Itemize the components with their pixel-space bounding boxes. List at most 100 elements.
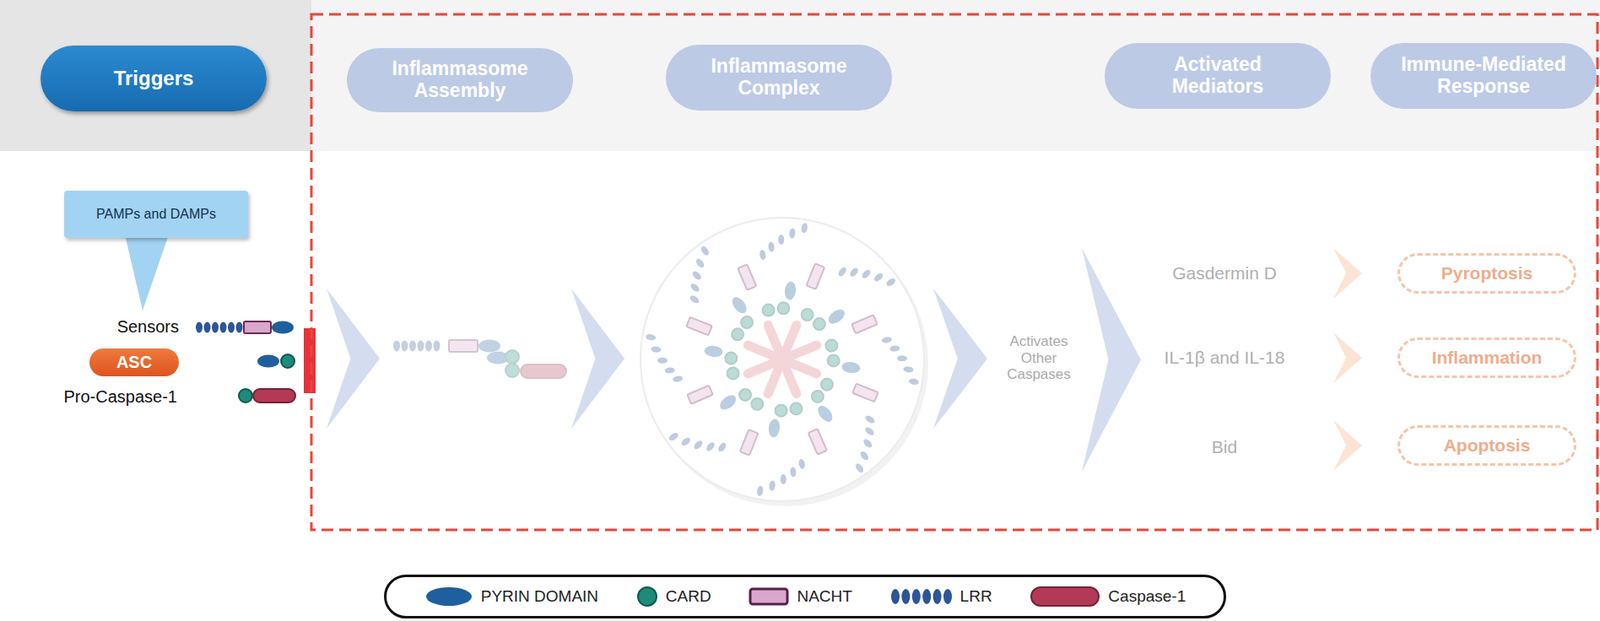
lrr-bead <box>780 474 787 485</box>
pyrin-domain <box>717 392 739 413</box>
legend-item: Caspase-1 <box>1029 585 1186 608</box>
lrr-bead <box>401 340 409 352</box>
plain-label: Activates Other Caspases <box>999 333 1080 384</box>
legend-box: PYRIN DOMAINCARDNACHTLRRCaspase-1 <box>383 574 1227 619</box>
component-glyphs <box>195 321 296 404</box>
lrr-bead <box>778 234 784 245</box>
caspase-domain <box>253 389 296 403</box>
swatch-shape <box>911 589 920 605</box>
swatch-shape <box>901 589 910 605</box>
legend-swatch <box>1029 585 1101 608</box>
nacht-domain <box>851 314 877 334</box>
card-domain <box>724 352 737 365</box>
legend-swatch <box>748 585 790 608</box>
stage-pill: Activated Mediators <box>1104 43 1331 109</box>
swatch-shape <box>943 589 952 605</box>
plain-label: Pro-Caspase-1 <box>63 387 178 407</box>
legend-text: PYRIN DOMAIN <box>481 587 599 606</box>
lrr-bead <box>393 340 400 352</box>
node-text: Inflammasome Complex <box>688 55 871 100</box>
lrr-bead <box>692 439 704 451</box>
lrr-bead <box>864 414 876 426</box>
pyrin-domain <box>271 321 294 335</box>
complex-circle <box>640 217 925 502</box>
card-domain <box>740 316 753 329</box>
card-domain <box>775 405 788 417</box>
pyrin-domain <box>815 403 836 425</box>
nacht-domain <box>740 429 759 455</box>
nacht-domain <box>852 383 878 403</box>
stage-pill: Inflammasome Complex <box>665 44 892 111</box>
node-text: Pyroptosis <box>1441 263 1534 284</box>
pyrin-domain <box>841 361 861 374</box>
nacht-domain <box>806 263 826 289</box>
lrr-bead <box>885 276 898 288</box>
red-bar <box>303 328 316 394</box>
lrr-bead <box>672 375 684 384</box>
card-domain <box>751 398 763 411</box>
legend-swatch <box>890 585 953 608</box>
plain-label: Bid <box>1211 437 1238 458</box>
pyrin-domain <box>767 418 781 438</box>
pyrin-domain <box>826 306 848 327</box>
lrr-bead <box>667 431 680 443</box>
card-domain <box>727 367 740 379</box>
node-text: PAMPs and DAMPs <box>96 206 217 222</box>
pyrin-domain <box>478 340 501 353</box>
asc-pill: ASC <box>89 348 179 377</box>
lrr-bead <box>657 357 668 364</box>
legend-swatch <box>424 585 474 608</box>
legend-text: Caspase-1 <box>1108 587 1186 606</box>
small-chevron <box>1333 248 1363 299</box>
header-band <box>0 0 312 152</box>
lrr-bead <box>417 340 425 352</box>
lrr-bead <box>204 322 211 334</box>
legend-text: CARD <box>665 587 712 606</box>
card-domain <box>811 390 824 403</box>
card-domain <box>505 363 519 378</box>
plain-label: IL-1β and IL-18 <box>1164 347 1286 368</box>
legend-item: PYRIN DOMAIN <box>424 585 599 608</box>
card-domain <box>238 389 253 403</box>
node-text: ASC <box>116 352 152 372</box>
card-domain <box>789 402 802 415</box>
card-domain <box>281 354 295 368</box>
lrr-bead <box>650 345 662 353</box>
lrr-bead <box>195 322 203 334</box>
swatch-shape <box>891 589 900 605</box>
plain-label: Sensors <box>117 317 179 337</box>
lrr-bead <box>872 271 885 283</box>
lrr-bead <box>717 441 729 454</box>
lrr-bead <box>908 378 919 386</box>
card-domain <box>777 302 790 314</box>
swatch-shape <box>922 589 931 605</box>
legend-item: CARD <box>636 585 712 608</box>
lrr-bead <box>798 458 806 470</box>
card-domain <box>801 308 814 321</box>
lrr-bead <box>227 322 235 334</box>
response-pill: Inflammation <box>1397 337 1577 379</box>
lrr-bead <box>433 340 441 352</box>
lrr-bead <box>848 266 860 279</box>
lrr-bead <box>860 268 872 280</box>
small-chevron <box>1333 332 1363 384</box>
card-domain <box>821 378 833 391</box>
lrr-bead <box>664 367 676 374</box>
lrr-bead <box>768 480 776 492</box>
lrr-bead <box>767 241 775 253</box>
node-text: Apoptosis <box>1443 435 1531 456</box>
flow-chevron <box>326 288 380 429</box>
lrr-bead <box>704 441 716 454</box>
legend-item: NACHT <box>748 585 852 608</box>
legend-swatch <box>636 585 659 608</box>
card-domain <box>505 350 519 364</box>
stage-pill: Immune-Mediated Response <box>1370 43 1597 109</box>
card-domain <box>731 328 744 341</box>
lrr-bead <box>694 257 706 270</box>
pyrin-domain <box>703 345 724 358</box>
focus-region <box>311 14 1598 530</box>
lrr-bead <box>859 449 871 462</box>
lrr-bead <box>881 335 892 344</box>
card-domain <box>762 304 775 317</box>
